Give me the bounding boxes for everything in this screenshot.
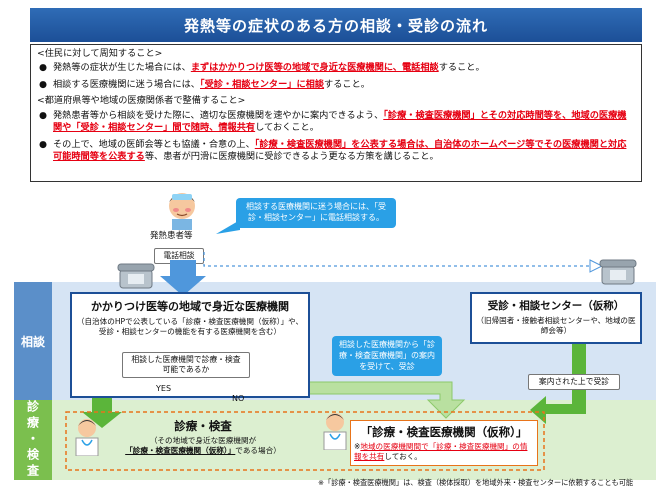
bullet-1-text: 発熱等の症状が生じた場合には、: [53, 62, 191, 74]
bullet-4-tail: 等、患者が円滑に医療機関に受診できるよう更なる方策を講じること。: [144, 150, 439, 162]
consult-center-title: 受診・相談センター（仮称）: [487, 300, 625, 312]
question-available: 相談した医療機関で診療・検査可能であるか: [122, 352, 250, 379]
bullet-3-tail: しておくこと。: [255, 122, 319, 134]
page-title: 発熱等の症状のある方の相談・受診の流れ: [30, 8, 642, 42]
feverish-patient-icon: [169, 193, 195, 230]
bullet-dot: ●: [39, 78, 48, 90]
callout-referral: 相談した医療機関から「診療・検査医療機関」の案内を受けて、受診: [332, 336, 442, 377]
bullet-2-emphasis: 「受診・相談センター」に相談: [200, 78, 325, 90]
patient-label: 発熱患者等: [150, 231, 193, 241]
doctor-icon: [323, 413, 347, 450]
exam-local-box: 診療・検査 （その地域で身近な医療機関が「診療・検査医療機関（仮称）」である場合…: [106, 418, 300, 466]
notice-bullet-3: ● 発熱患者等から相談を受けた際に、適切な医療機関を速やかに案内できるよう、「診…: [37, 110, 635, 135]
bullet-2-text: 相談する医療機関に迷う場合には、: [53, 78, 200, 90]
designated-clinic-title: 「診療・検査医療機関（仮称）」: [360, 425, 528, 439]
telephone-icon: [599, 259, 637, 285]
notice-bullet-2: ● 相談する医療機関に迷う場合には、「受診・相談センター」に相談すること。: [37, 79, 635, 91]
notice-box: <住民に対して周知すること> ● 発熱等の症状が生じた場合には、まずはかかりつけ…: [30, 44, 642, 182]
bullet-dot: ●: [39, 62, 48, 74]
local-clinic-title: かかりつけ医等の地域で身近な医療機関: [90, 300, 290, 313]
local-clinic-box: かかりつけ医等の地域で身近な医療機関 （自治体のHPで公表している「診療・検査医…: [70, 292, 310, 398]
notice-bullet-4: ● その上で、地域の医師会等とも協議・合意の上、「診療・検査医療機関」を公表する…: [37, 139, 635, 164]
bullet-dot: ●: [39, 138, 48, 150]
exam-local-emphasis: 「診療・検査医療機関（仮称）」: [125, 446, 236, 456]
local-clinic-note: （自治体のHPで公表している「診療・検査医療機関（仮称）」や、受診・相談センター…: [76, 317, 304, 337]
consult-center-box: 受診・相談センター（仮称） （旧帰国者・接触者相談センターや、地域の医師会等）: [470, 292, 642, 344]
bullet-3-emphasis: 「診療・検査医療機関」とその対応時間等を、地域の医療機関や「受診・相談センター」…: [53, 109, 627, 134]
exam-band-label: 診療・検査: [14, 400, 52, 480]
designated-note-mark: ※: [354, 442, 361, 451]
doctor-icon: [75, 419, 99, 456]
bullet-1-emphasis: まずはかかりつけ医等の地域で身近な医療機関に、電話相談: [190, 62, 439, 74]
exam-local-note: （その地域で身近な医療機関が: [149, 436, 257, 445]
consult-band-label: 相談: [14, 282, 52, 400]
bullet-1-tail: すること。: [438, 62, 485, 74]
bullet-2-tail: すること。: [324, 78, 370, 90]
callout-unsure-center: 相談する医療機関に迷う場合には、「受診・相談センター」に電話相談する。: [236, 198, 396, 228]
bullet-dot: ●: [39, 109, 48, 121]
yes-label: YES: [156, 384, 172, 393]
guided-visit-label: 案内された上で受診: [528, 374, 620, 391]
consult-center-note: （旧帰国者・接触者相談センターや、地域の医師会等）: [476, 316, 636, 336]
notice-section-prefecture: <都道府県等や地域の医療関係者で整備すること>: [37, 95, 246, 107]
footnote: ※「診療・検査医療機関」は、検査（検体採取）を地域外来・検査センターに依頼するこ…: [318, 478, 634, 487]
exam-local-tail: である場合）: [235, 446, 281, 456]
bullet-4-text: その上で、地域の医師会等とも協議・合意の上、: [53, 138, 255, 150]
designated-clinic-box: 「診療・検査医療機関（仮称）」 ※地域の医療機関間で「診療・検査医療機関」の情報…: [350, 420, 538, 466]
exam-local-title: 診療・検査: [174, 419, 232, 433]
bullet-4-emphasis: 「診療・検査医療機関」を公表する場合は、自治体のホームページ等でその医療機関と対…: [53, 138, 627, 162]
no-label: NO: [232, 394, 245, 403]
notice-section-residents: <住民に対して周知すること>: [37, 48, 163, 59]
designated-note-tail: しておく。: [384, 452, 422, 462]
bullet-3-text: 発熱患者等から相談を受けた際に、適切な医療機関を速やかに案内できるよう、: [53, 109, 384, 121]
telephone-icon: [117, 263, 155, 289]
designated-note-emphasis: 地域の医療機関間で「診療・検査医療機関」の情報を共有: [354, 442, 528, 462]
callout-pointer: [216, 220, 240, 234]
notice-bullet-1: ● 発熱等の症状が生じた場合には、まずはかかりつけ医等の地域で身近な医療機関に、…: [37, 62, 635, 74]
